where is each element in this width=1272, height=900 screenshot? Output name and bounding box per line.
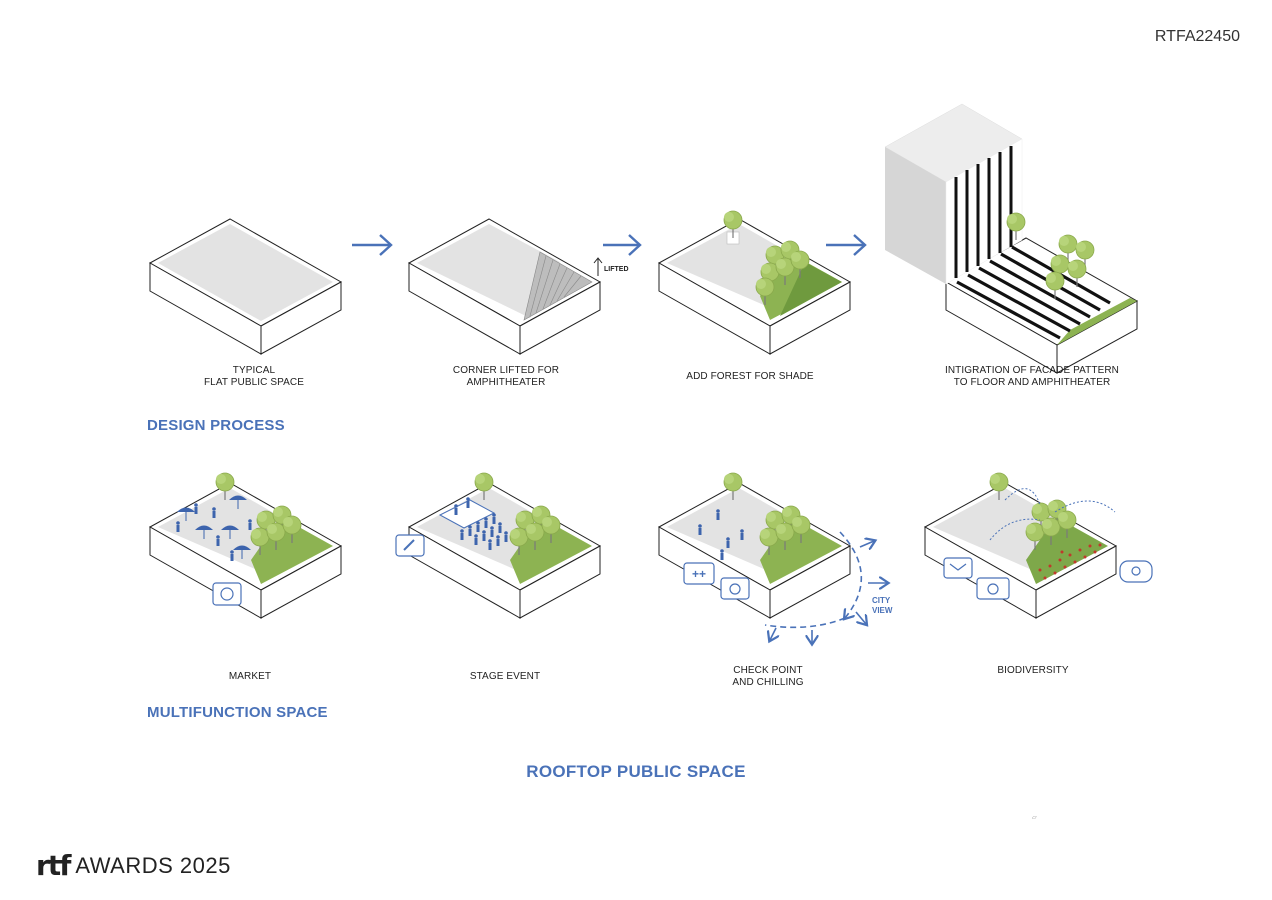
block-market [148, 472, 343, 619]
block-check-point: ++ [657, 472, 887, 643]
awards-logo: rtf AWARDS 2025 [36, 852, 231, 880]
bird-icon [949, 563, 967, 571]
process-arrow-2 [603, 234, 642, 256]
block-stage-event [395, 472, 602, 619]
co2-icon [1131, 566, 1141, 576]
caption-corner-lifted: CORNER LIFTED FOR AMPHITHEATER [426, 365, 586, 389]
caption-line: TO FLOOR AND AMPHITHEATER [953, 377, 1111, 388]
process-arrow-3 [826, 234, 867, 256]
caption-line: CHECK POINT [733, 665, 803, 676]
awards-year-text: AWARDS 2025 [75, 853, 231, 878]
city-view-line2: VIEW [872, 606, 893, 615]
caption-line: BIODIVERSITY [997, 665, 1069, 676]
main-title: ROOFTOP PUBLIC SPACE [526, 762, 746, 781]
caption-add-forest: ADD FOREST FOR SHADE [670, 371, 830, 383]
caption-facade-integration: INTIGRATION OF FACADE PATTERN TO FLOOR A… [932, 365, 1132, 389]
caption-line: INTIGRATION OF FACADE PATTERN [944, 365, 1120, 376]
project-code: RTFA22450 [1154, 28, 1240, 45]
process-arrow-1 [352, 234, 393, 256]
caption-biodiversity: BIODIVERSITY [973, 665, 1093, 677]
caption-line: STAGE EVENT [469, 671, 541, 682]
caption-line: FLAT PUBLIC SPACE [203, 377, 305, 388]
caption-check-point: CHECK POINT AND CHILLING [708, 665, 828, 689]
caption-line: ADD FOREST FOR SHADE [686, 371, 814, 382]
lifted-label: LIFTED [604, 266, 629, 273]
block-biodiversity [923, 472, 1153, 619]
caption-market: MARKET [190, 671, 310, 683]
block-typical-flat [148, 218, 343, 355]
microphone-icon [403, 539, 415, 551]
camera-icon [729, 583, 741, 595]
dining-icon [220, 587, 234, 601]
small-mark-icon: ▱ [1032, 815, 1037, 821]
caption-line: MARKET [228, 671, 272, 682]
checkpoint-icon: ++ [692, 567, 706, 581]
design-process-title: DESIGN PROCESS [147, 417, 285, 434]
caption-stage-event: STAGE EVENT [445, 671, 565, 683]
block-corner-lifted [407, 218, 603, 355]
caption-line: CORNER LIFTED FOR [452, 365, 560, 376]
caption-line: AND CHILLING [732, 677, 804, 688]
caption-line: AMPHITHEATER [466, 377, 546, 388]
insect-icon [987, 583, 999, 595]
city-view-line1: CITY [872, 596, 891, 605]
caption-line: TYPICAL [232, 365, 276, 376]
block-add-forest [657, 210, 852, 355]
caption-typical: TYPICAL FLAT PUBLIC SPACE [174, 365, 334, 389]
block-facade-integration [884, 103, 1139, 374]
city-view-label: CITY VIEW [872, 596, 892, 616]
lifted-arrow-icon [593, 257, 603, 276]
rtf-logo-mark: rtf [36, 849, 71, 882]
multifunction-title: MULTIFUNCTION SPACE [147, 704, 328, 721]
